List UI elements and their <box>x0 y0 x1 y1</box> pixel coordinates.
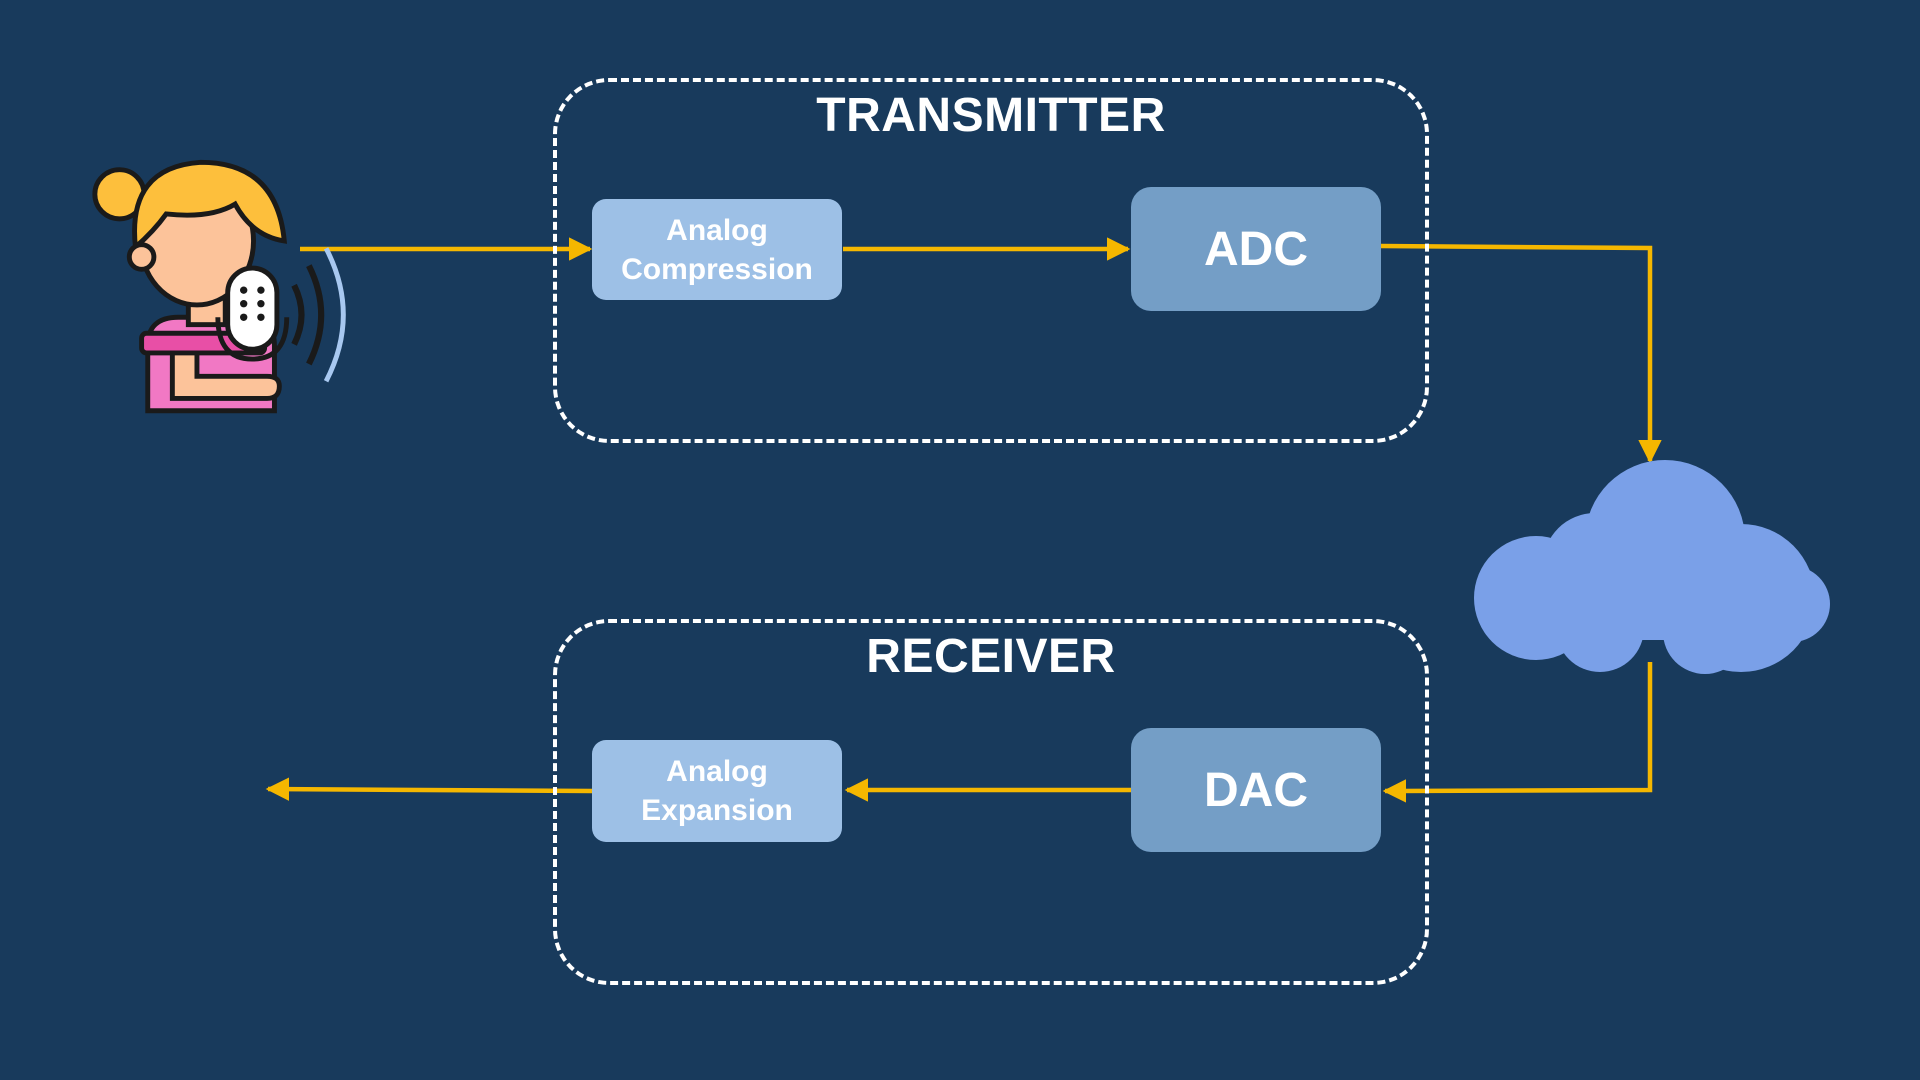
arrow-adc-to-cloud <box>1380 243 1662 464</box>
arrow-cloud-to-dac <box>1382 662 1653 803</box>
adc-label: ADC <box>1204 222 1308 276</box>
adc-block: ADC <box>1131 187 1381 311</box>
expansion-label-line1: Analog <box>666 755 768 788</box>
receiver-group: RECEIVER <box>553 619 1429 985</box>
expansion-label-line2: Expansion <box>641 794 793 827</box>
compression-label-line1: Analog <box>666 213 768 247</box>
dac-label: DAC <box>1204 763 1308 817</box>
compression-label-line2: Compression <box>621 252 813 286</box>
receiver-title: RECEIVER <box>866 630 1116 683</box>
dac-block: DAC <box>1131 728 1381 852</box>
transmitter-group: TRANSMITTER <box>553 78 1429 443</box>
person-speaking-into-microphone-icon <box>92 159 346 414</box>
arrow-expansion-to-output <box>265 777 593 801</box>
analog-compression-block: Analog Compression <box>592 199 842 300</box>
cloud-icon <box>1474 460 1830 674</box>
transmitter-title: TRANSMITTER <box>816 89 1166 142</box>
analog-expansion-block: Analog Expansion <box>592 740 842 842</box>
